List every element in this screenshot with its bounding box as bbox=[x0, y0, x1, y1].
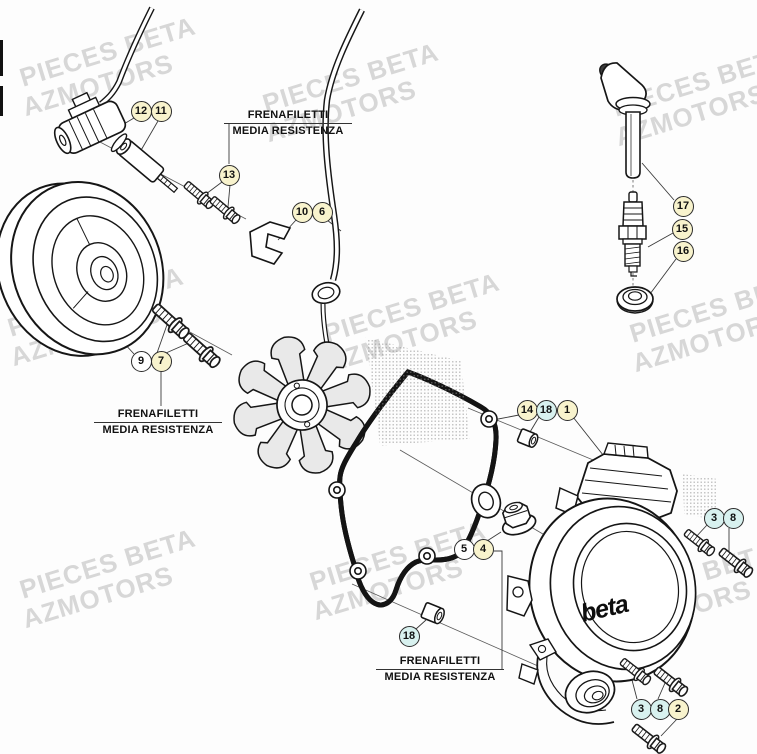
callout-9: 9 bbox=[130, 350, 152, 372]
callout-18: 18 bbox=[398, 625, 420, 647]
callout-13: 13 bbox=[218, 164, 240, 186]
spacer-11 bbox=[110, 133, 179, 194]
callout-1: 1 bbox=[556, 399, 578, 421]
pickup-coil bbox=[53, 6, 155, 155]
callout-4: 4 bbox=[472, 538, 494, 560]
callout-3: 3 bbox=[703, 507, 725, 529]
bolt-13a bbox=[180, 177, 218, 213]
scan-artifact bbox=[0, 40, 3, 76]
bolt-2 bbox=[628, 719, 670, 754]
stator bbox=[233, 336, 371, 474]
callout-12: 12 bbox=[130, 100, 152, 122]
bolt-13b bbox=[206, 192, 244, 228]
callout-10: 10 bbox=[291, 201, 313, 223]
callout-7: 7 bbox=[150, 350, 172, 372]
plug-seal bbox=[616, 286, 654, 314]
bolt-8-right bbox=[715, 543, 757, 582]
ignition-cover: beta bbox=[506, 442, 697, 725]
callout-16: 16 bbox=[672, 240, 694, 262]
callout-8: 8 bbox=[722, 507, 744, 529]
bolt-7b bbox=[179, 328, 225, 372]
bushing-bottom bbox=[420, 602, 445, 625]
callout-6: 6 bbox=[311, 201, 333, 223]
callout-15: 15 bbox=[671, 218, 693, 240]
callout-11: 11 bbox=[150, 100, 172, 122]
callout-5: 5 bbox=[453, 538, 475, 560]
callout-18: 18 bbox=[535, 399, 557, 421]
flywheel bbox=[0, 180, 165, 357]
callout-17: 17 bbox=[672, 195, 694, 217]
spark-plug bbox=[618, 191, 647, 277]
flanged-nut bbox=[501, 501, 537, 536]
stator-lead bbox=[311, 8, 365, 367]
spark-plug-cap bbox=[599, 62, 651, 179]
scan-artifact bbox=[0, 86, 3, 116]
washer bbox=[470, 483, 502, 519]
gasket bbox=[328, 369, 497, 608]
callout-14: 14 bbox=[516, 399, 538, 421]
bushing-top bbox=[516, 428, 539, 449]
callout-8: 8 bbox=[649, 698, 671, 720]
callout-2: 2 bbox=[667, 698, 689, 720]
callout-3: 3 bbox=[630, 698, 652, 720]
bolt-8-bottom bbox=[650, 662, 692, 701]
wire-clamp bbox=[249, 221, 292, 265]
